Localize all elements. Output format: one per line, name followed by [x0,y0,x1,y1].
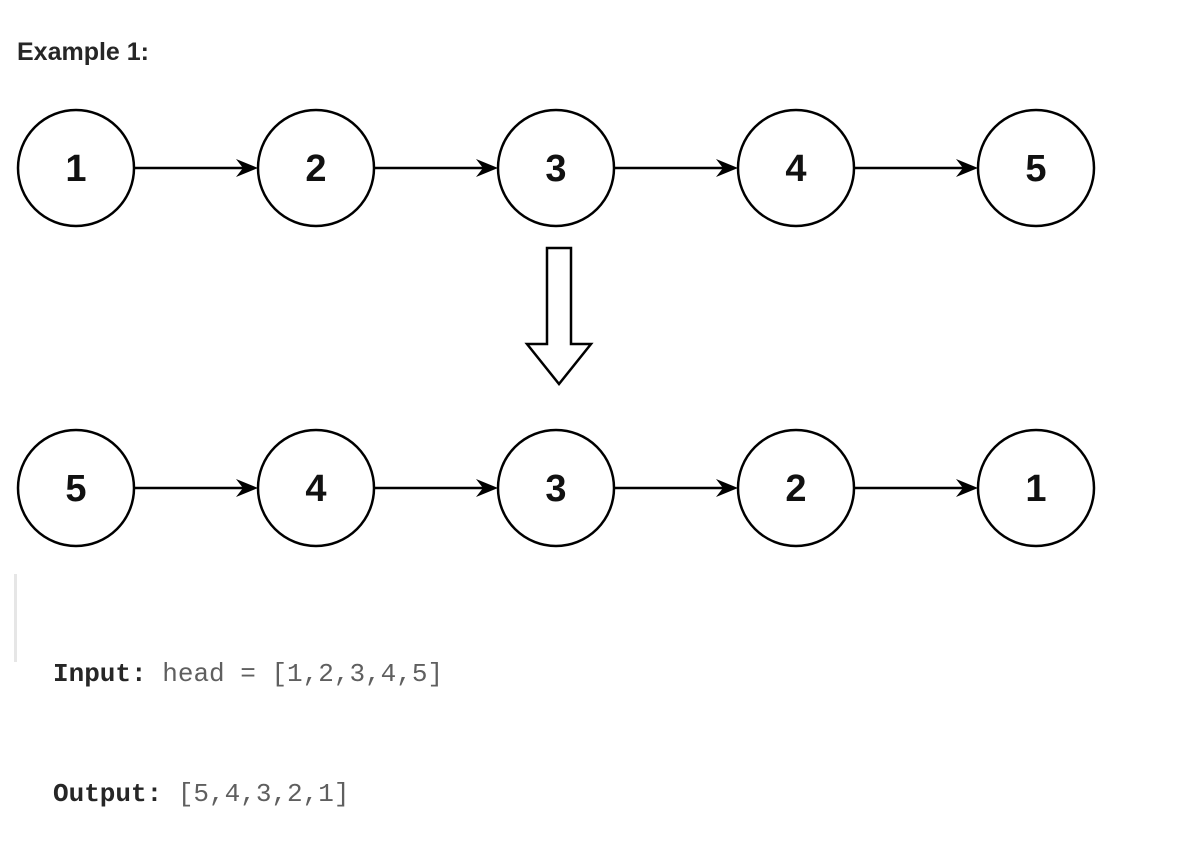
arrowhead-icon [716,159,738,177]
original-node-value: 1 [65,148,86,190]
reversed-node: 2 [736,428,856,548]
arrowhead-icon [956,159,978,177]
original-node-value: 2 [305,148,326,190]
arrowhead-icon [476,479,498,497]
reversed-node: 4 [256,428,376,548]
reversed-next-pointer [134,479,258,497]
arrowhead-icon [236,159,258,177]
reversed-node-value: 2 [785,468,806,510]
original-next-pointer [374,159,498,177]
original-node-value: 4 [785,148,806,190]
arrowhead-icon [476,159,498,177]
reversed-linked-list: 5 4 3 2 1 [16,428,1096,548]
original-next-pointer [854,159,978,177]
original-node-circle [976,108,1096,228]
reversed-node-value: 3 [545,468,566,510]
example-heading: Example 1: [17,38,150,66]
reversed-next-pointer [854,479,978,497]
original-next-pointer [134,159,258,177]
transform-arrow [524,246,594,387]
down-arrow-icon [524,246,594,387]
original-node: 1 [16,108,136,228]
original-node: 3 [496,108,616,228]
original-node: 4 [736,108,856,228]
input-line: Input: head = [1,2,3,4,5] [53,654,734,694]
input-value: head = [1,2,3,4,5] [162,659,444,689]
original-node-value: 5 [1025,148,1046,190]
original-node: 2 [256,108,376,228]
arrowhead-icon [716,479,738,497]
reversed-next-pointer [614,479,738,497]
reversed-node: 3 [496,428,616,548]
original-next-pointer [614,159,738,177]
example-io-block: Input: head = [1,2,3,4,5] Output: [5,4,3… [14,574,734,809]
output-label: Output: [53,779,163,809]
reversed-node-circle [976,428,1096,548]
original-node: 5 [976,108,1096,228]
reversed-node: 5 [16,428,136,548]
reversed-node-value: 5 [65,468,86,510]
reversed-node: 1 [976,428,1096,548]
original-node-value: 3 [545,148,566,190]
arrowhead-icon [236,479,258,497]
output-value: [5,4,3,2,1] [177,779,350,809]
arrowhead-icon [956,479,978,497]
original-linked-list: 1 2 3 4 5 [16,108,1096,228]
reversed-next-pointer [374,479,498,497]
linked-list-reversal-diagram: 1 2 3 4 5 5 4 3 2 1 [16,108,1096,548]
input-label: Input: [53,659,147,689]
reversed-node-value: 1 [1025,468,1046,510]
output-line: Output: [5,4,3,2,1] [53,774,734,814]
reversed-node-value: 4 [305,468,326,510]
